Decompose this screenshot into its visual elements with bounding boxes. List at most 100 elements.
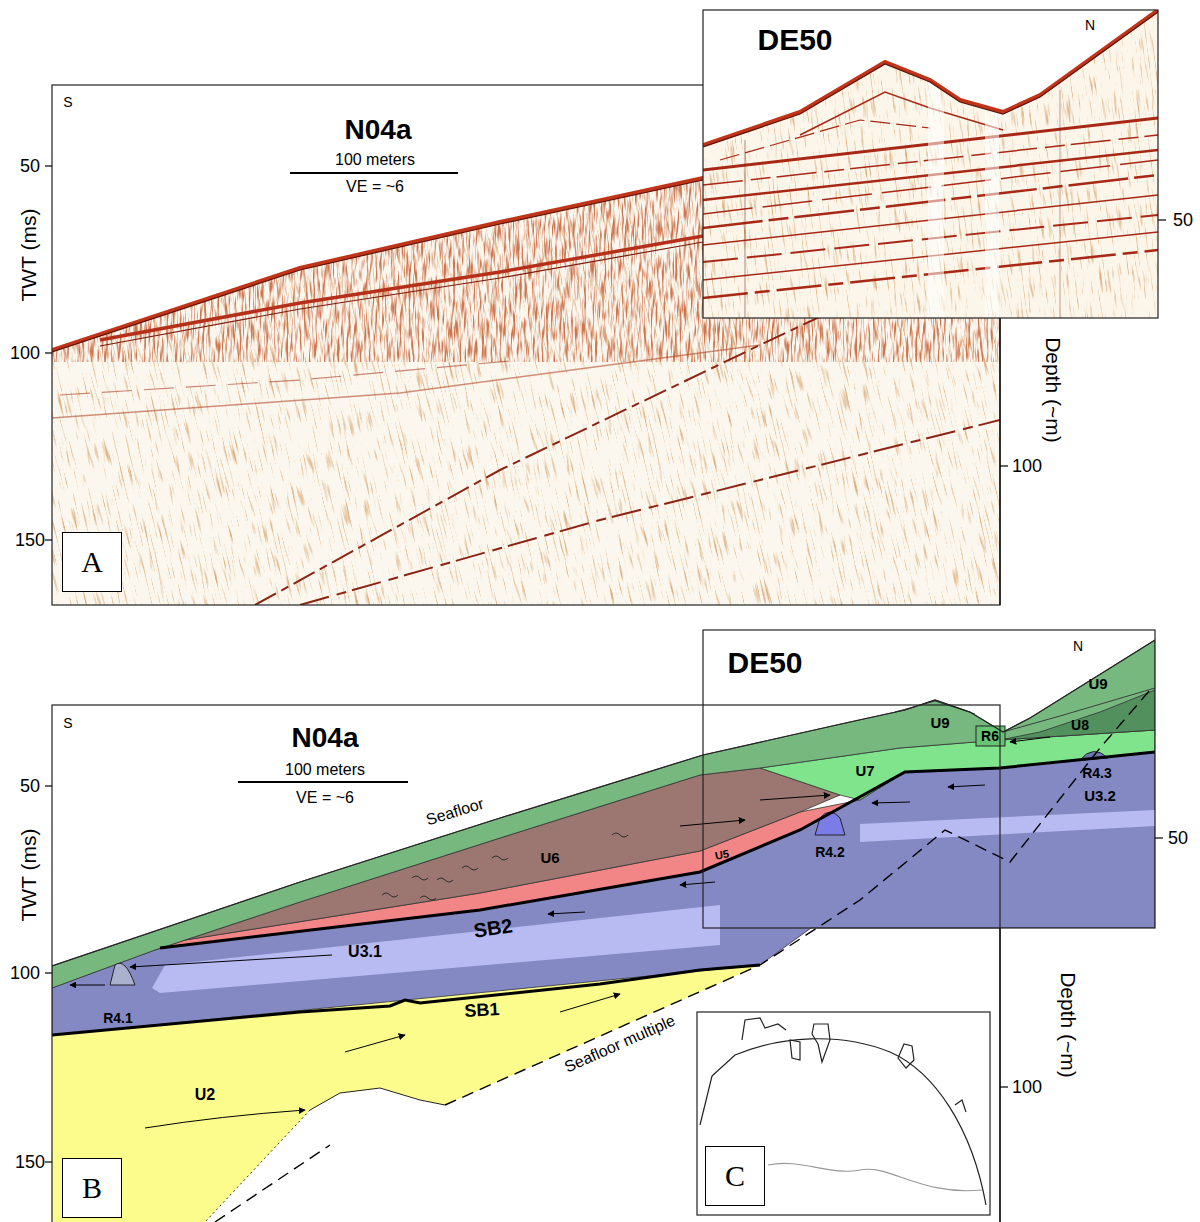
boundary-label: SB2 [472, 915, 513, 940]
unit-label: R4.1 [103, 1011, 133, 1025]
profile-a-inset-part-part-part [703, 10, 1158, 318]
profile-b-interpretation-part [155, 768, 840, 950]
profile-b-interpretation-part [160, 752, 1155, 948]
unit-label: U9 [930, 715, 949, 730]
profile-b-interpretation-part [52, 640, 1155, 966]
profile-b-interpretation-part-part [462, 866, 478, 870]
unit-label: R4.3 [1082, 766, 1112, 780]
profile-a-inset-part [703, 10, 1158, 318]
location-map-part [768, 1163, 982, 1190]
panel-frame [52, 705, 1000, 1222]
axis-title: Depth (~m) [1043, 337, 1064, 443]
profile-b-interpretation-part-part [382, 893, 398, 897]
axis-title: Depth (~m) [1058, 972, 1079, 1078]
profile-title: N04a [345, 116, 412, 144]
profile-b-interpretation-part-part [680, 882, 715, 885]
profile-b-interpretation-part [215, 1145, 330, 1222]
location-map-part [742, 1018, 786, 1040]
tick-label: 100 [10, 964, 40, 982]
profile-a-inset-part-part [703, 10, 1158, 318]
axis-ticks-part [290, 172, 458, 174]
scale-label: 100 meters [285, 762, 365, 778]
profile-b-interpretation-part [52, 630, 1155, 1222]
axis-ticks-part [45, 165, 52, 166]
unit-label: R6 [981, 729, 999, 743]
profile-a-inset [703, 10, 1158, 318]
profile-a-main-part-part-part [52, 85, 1000, 605]
axis-ticks-part [1000, 465, 1008, 466]
location-map-part [898, 1044, 914, 1068]
profile-a-main-part [300, 420, 1000, 605]
axis-ticks-part [45, 352, 52, 353]
tick-label: 100 [10, 344, 40, 362]
axis-ticks-part [1158, 219, 1166, 220]
profile-a-main-part [52, 345, 760, 418]
tick-label: 50 [20, 157, 40, 175]
profile-b-interpretation-part-part [560, 994, 620, 1012]
profile-b-interpretation-part-part [948, 785, 985, 787]
profile-a-inset-part-part [985, 60, 999, 318]
profile-b-interpretation-part [382, 833, 628, 900]
profile-b-interpretation-part-part [412, 876, 428, 880]
panel-letter: C [725, 1161, 745, 1191]
unit-label: U7 [855, 763, 874, 778]
panel-frame [703, 630, 1155, 928]
panel-letter-box: A [62, 532, 122, 592]
location-map-part [955, 1100, 966, 1112]
location-map-part [700, 1039, 986, 1205]
profile-title: DE50 [727, 648, 802, 678]
panel-frame [703, 10, 1158, 318]
tick-label: 150 [15, 531, 45, 549]
axis-ticks-part [999, 928, 1000, 1222]
location-map-part [790, 1040, 800, 1060]
profile-a-inset-part-part [928, 60, 944, 318]
profile-title: DE50 [757, 25, 832, 55]
profile-a-inset-part-part [745, 140, 746, 318]
tick-label: 50 [1168, 829, 1188, 847]
axis-ticks-part [45, 539, 52, 540]
axis-ticks-part [45, 1161, 52, 1162]
profile-b-interpretation-part-part [1010, 737, 1050, 742]
profile-b-interpretation-part-part [420, 896, 436, 900]
profile-a-main-part [60, 360, 520, 395]
axis-title: TWT (ms) [18, 829, 39, 922]
profile-b-interpretation-part-part [70, 985, 105, 986]
profile-b-interpretation-part-part [130, 955, 332, 967]
unit-label: U3.1 [348, 944, 382, 960]
panel-letter: A [81, 547, 103, 577]
direction-label: N [1085, 18, 1095, 32]
tick-label: 100 [1012, 1078, 1042, 1096]
scale-label: VE = ~6 [346, 179, 404, 195]
profile-b-interpretation-part-part [612, 833, 628, 837]
axis-ticks-part [45, 972, 52, 973]
location-map [697, 1012, 990, 1215]
axis-ticks-part [1000, 1086, 1008, 1087]
location-map-part [812, 1024, 830, 1062]
panel-letter-box: B [62, 1158, 122, 1218]
profile-b-interpretation-part-part [548, 912, 585, 914]
direction-label: N [1073, 639, 1083, 653]
direction-label: S [63, 716, 72, 730]
unit-label: U8 [1071, 718, 1089, 732]
panel-letter-box: C [705, 1146, 765, 1206]
panel-letter: B [82, 1173, 102, 1203]
tick-label: 100 [1012, 457, 1042, 475]
profile-b-interpretation-part-part [345, 1035, 405, 1052]
profile-b-interpretation-part-part [145, 1110, 305, 1128]
profile-a-inset-part [703, 10, 1158, 145]
profile-b-interpretation-part [976, 726, 1005, 746]
axis-ticks-part [1155, 837, 1163, 838]
unit-label: U6 [540, 850, 559, 865]
axis-title: TWT (ms) [18, 209, 39, 302]
tick-label: 150 [15, 1153, 45, 1171]
profile-b-interpretation-part-part [437, 878, 453, 882]
axis-ticks-part [238, 781, 408, 783]
profile-b-interpretation [52, 630, 1155, 1222]
direction-label: S [63, 95, 72, 109]
axis-ticks-part [999, 318, 1000, 605]
profile-b-interpretation-part-part [492, 856, 508, 860]
tick-label: 50 [1173, 211, 1193, 229]
profile-a-inset-part-part [1060, 90, 1061, 318]
